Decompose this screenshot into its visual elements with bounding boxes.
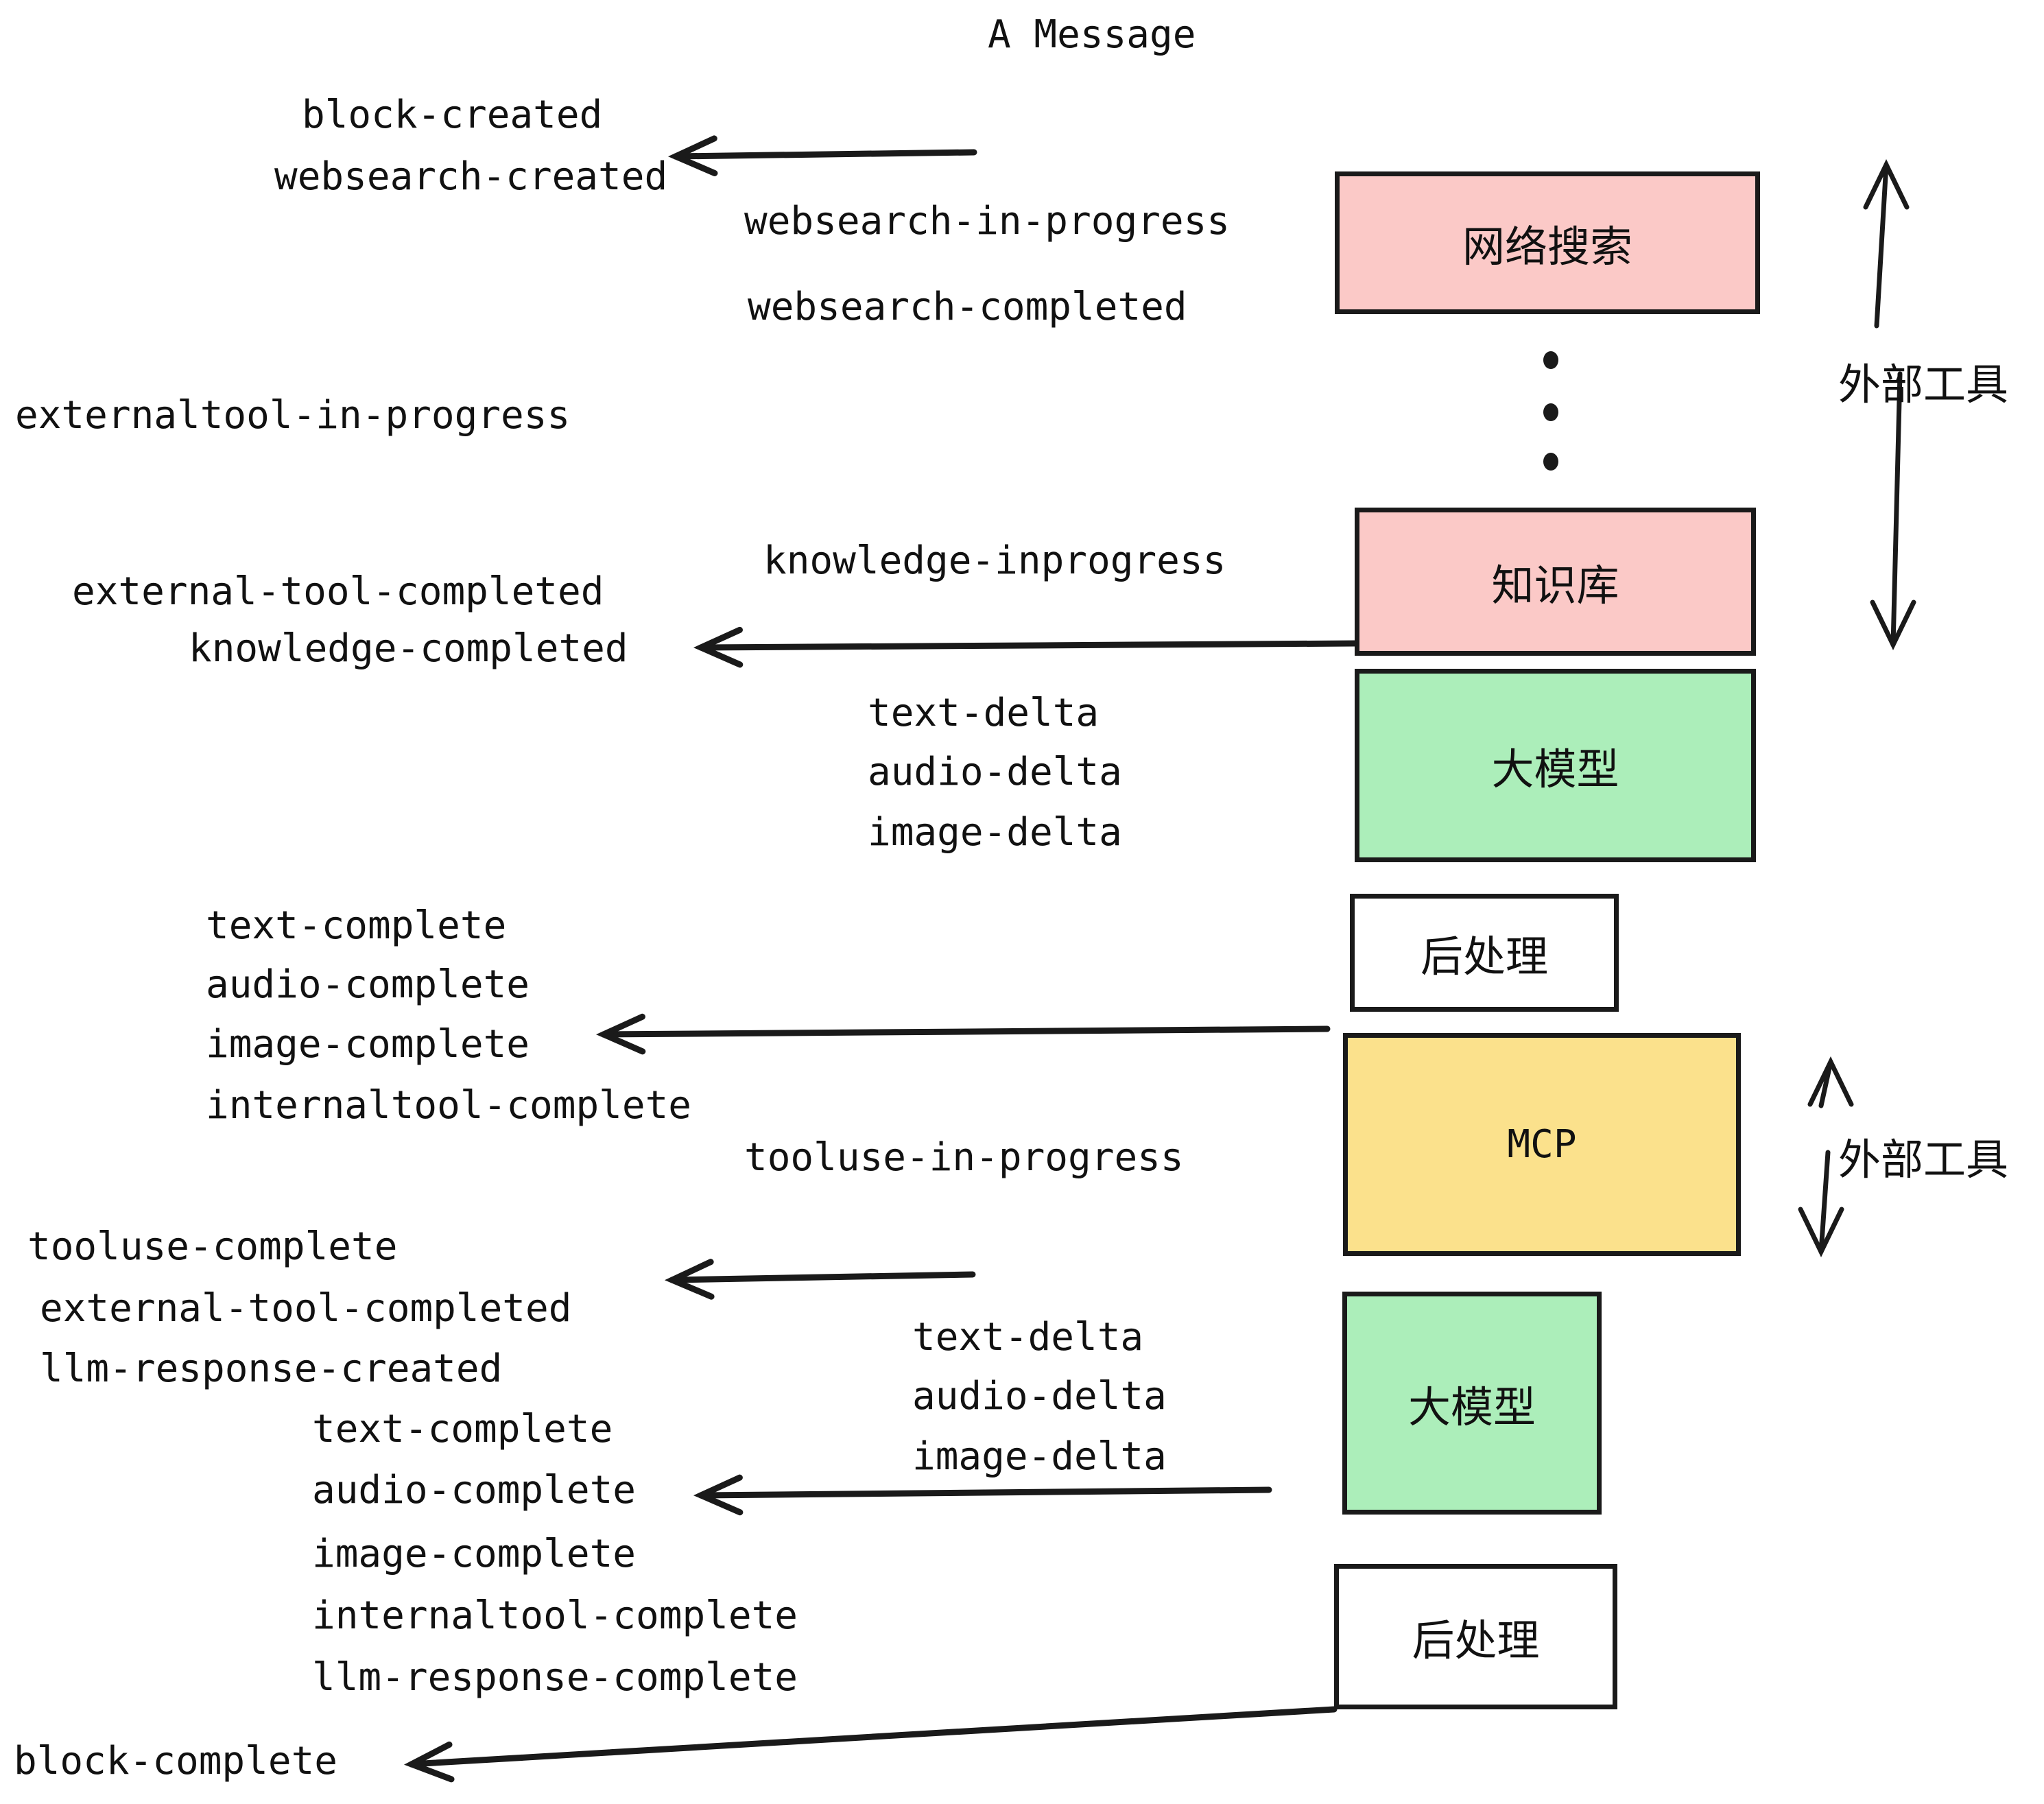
node-websearch[interactable]: 网络搜索 xyxy=(1335,171,1760,314)
event-label-image-delta-2: image-delta xyxy=(912,1434,1167,1479)
ellipsis-dot-2 xyxy=(1543,403,1558,421)
side-label-external-tool-bottom: 外部工具 xyxy=(1838,1135,2009,1185)
event-label-internaltool-complete-1: internaltool-complete xyxy=(206,1083,692,1128)
event-label-external-tool-completed-2: external-tool-completed xyxy=(40,1286,572,1331)
node-llm2[interactable]: 大模型 xyxy=(1342,1292,1602,1515)
event-label-image-complete-2: image-complete xyxy=(312,1532,637,1576)
external-tool-arrow-up xyxy=(1863,158,1910,329)
arrow-head xyxy=(664,1259,715,1300)
node-label: 后处理 xyxy=(1420,931,1548,982)
event-label-text-delta-1: text-delta xyxy=(868,691,1100,735)
arrow-head xyxy=(1798,1207,1844,1258)
event-label-external-tool-completed-1: external-tool-completed xyxy=(72,569,604,614)
arrow-head xyxy=(1870,600,1916,651)
event-label-image-delta-1: image-delta xyxy=(868,810,1122,855)
arrow-head xyxy=(693,1474,744,1516)
external-tool-arrow-down xyxy=(1870,371,1916,651)
event-label-websearch-completed: websearch-completed xyxy=(748,285,1187,329)
arrow-head xyxy=(693,626,744,668)
node-label: MCP xyxy=(1507,1122,1577,1167)
event-label-externaltool-in-progress: externaltool-in-progress xyxy=(15,393,571,438)
arrow-block-complete xyxy=(403,1706,1338,1783)
event-label-block-complete: block-complete xyxy=(14,1739,338,1783)
arrow-head xyxy=(403,1741,455,1783)
event-label-audio-delta-1: audio-delta xyxy=(868,750,1122,794)
arrow-tooluse-complete xyxy=(664,1259,976,1300)
event-label-audio-complete-1: audio-complete xyxy=(206,962,530,1007)
node-postprocess1[interactable]: 后处理 xyxy=(1350,894,1619,1012)
arrow-audio-complete xyxy=(693,1474,1272,1516)
page-title: A Message xyxy=(988,12,1196,57)
arrow-head xyxy=(595,1013,646,1055)
event-label-websearch-in-progress: websearch-in-progress xyxy=(744,199,1231,244)
event-label-llm-response-created: llm-response-created xyxy=(40,1346,503,1391)
node-postprocess2[interactable]: 后处理 xyxy=(1334,1564,1617,1709)
arrow-head xyxy=(667,135,718,176)
node-llm1[interactable]: 大模型 xyxy=(1355,669,1756,862)
event-label-block-created: block-created xyxy=(302,93,603,137)
arrow-image-complete xyxy=(595,1013,1331,1055)
arrow-head xyxy=(1863,158,1910,210)
node-label: 大模型 xyxy=(1407,1381,1536,1432)
arrow-block-created xyxy=(667,135,977,176)
mcp-arrow-down xyxy=(1798,1150,1844,1258)
arrow-knowledge-completed xyxy=(693,626,1358,668)
ellipsis-dot-1 xyxy=(1543,351,1558,369)
node-label: 知识库 xyxy=(1491,560,1619,610)
event-label-text-complete-2: text-complete xyxy=(312,1407,613,1451)
ellipsis-dot-3 xyxy=(1543,453,1558,471)
event-label-text-complete-1: text-complete xyxy=(206,903,507,948)
node-label: 后处理 xyxy=(1412,1615,1540,1665)
event-label-audio-delta-2: audio-delta xyxy=(912,1374,1167,1419)
event-label-tooluse-in-progress: tooluse-in-progress xyxy=(744,1135,1184,1180)
event-label-internaltool-complete-2: internaltool-complete xyxy=(312,1593,798,1638)
node-label: 大模型 xyxy=(1491,744,1619,794)
event-label-image-complete-1: image-complete xyxy=(206,1022,530,1067)
arrow-head xyxy=(1807,1056,1854,1107)
event-label-tooluse-complete: tooluse-complete xyxy=(27,1224,398,1269)
side-label-external-tool-top: 外部工具 xyxy=(1838,359,2009,410)
node-mcp[interactable]: MCP xyxy=(1343,1033,1741,1256)
node-knowledge[interactable]: 知识库 xyxy=(1355,508,1756,656)
event-label-text-delta-2: text-delta xyxy=(912,1315,1144,1360)
node-label: 网络搜索 xyxy=(1462,222,1632,272)
event-label-audio-complete-2: audio-complete xyxy=(312,1468,637,1512)
mcp-arrow-up xyxy=(1807,1056,1854,1108)
event-label-knowledge-inprogress: knowledge-inprogress xyxy=(763,538,1226,583)
event-label-websearch-created: websearch-created xyxy=(274,154,668,199)
event-label-llm-response-complete: llm-response-complete xyxy=(312,1655,798,1700)
event-label-knowledge-completed: knowledge-completed xyxy=(189,626,628,671)
